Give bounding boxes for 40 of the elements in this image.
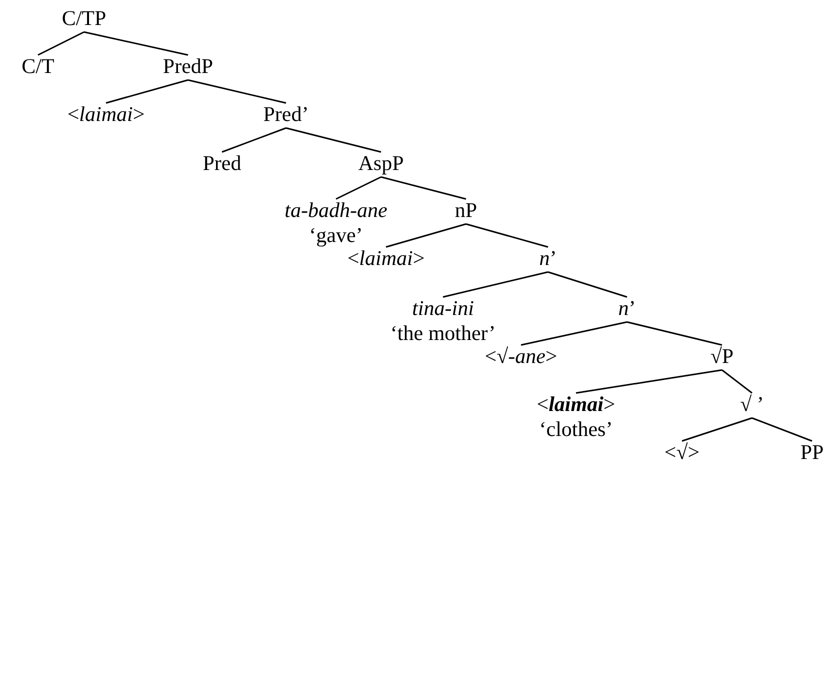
tree-branch	[106, 79, 188, 104]
tree-branch	[576, 369, 722, 394]
tree-branch	[222, 127, 286, 153]
node-label: n’	[618, 296, 636, 321]
node-label: PP	[800, 440, 824, 465]
tree-branch	[548, 271, 628, 298]
node-label: <laimai>	[347, 246, 425, 271]
gloss-text: ‘clothes’	[539, 417, 613, 442]
node-label: PredP	[162, 54, 214, 79]
node-label: √ ’	[740, 392, 764, 417]
tree-branch	[386, 223, 466, 248]
node-label: C/T	[22, 54, 54, 79]
node-label: <laimai>	[536, 392, 616, 417]
node-label: Pred	[202, 151, 242, 176]
node-label: nP	[454, 198, 478, 223]
tree-branch	[84, 31, 188, 56]
tree-branch	[626, 321, 722, 346]
node-label: C/TP	[62, 6, 106, 31]
node-label: <√-ane>	[484, 344, 558, 369]
tree-branch	[520, 321, 628, 346]
node-label: n’	[539, 246, 557, 271]
tree-branch	[38, 31, 84, 56]
gloss-text: ‘gave’	[309, 223, 363, 248]
tree-branch	[442, 271, 548, 298]
node-label: tina-ini	[412, 296, 474, 321]
gloss-text: ‘the mother’	[390, 321, 496, 346]
tree-branch	[286, 127, 382, 153]
tree-branch	[722, 369, 752, 394]
tree-branch	[188, 79, 286, 104]
node-label: √P	[710, 344, 734, 369]
node-label: Pred’	[263, 102, 309, 127]
tree-branch	[336, 176, 382, 200]
node-label: AspP	[358, 151, 404, 176]
node-label: ta-badh-ane	[284, 198, 388, 223]
tree-branch	[752, 417, 812, 442]
tree-branch	[466, 223, 548, 248]
tree-branch	[380, 176, 466, 200]
node-label: <laimai>	[67, 102, 145, 127]
tree-branch	[682, 417, 752, 442]
node-label: <√>	[664, 440, 700, 465]
